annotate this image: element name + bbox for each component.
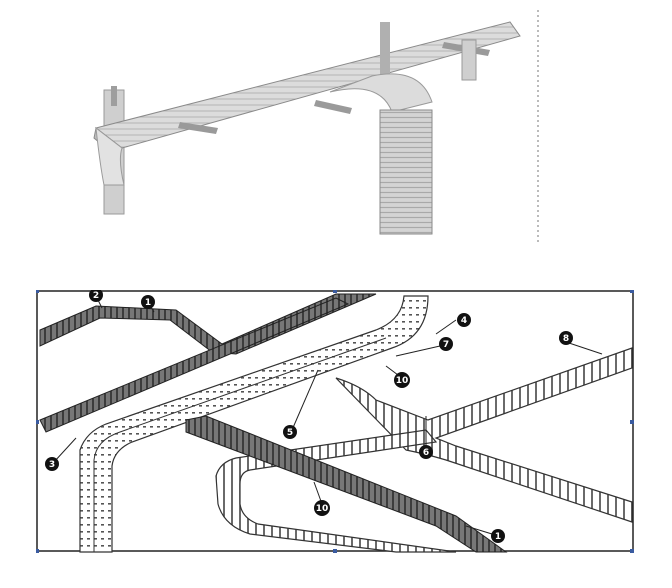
callout-3: 3 — [45, 457, 59, 471]
cable-tray-plan-diagram: 2 1 4 7 8 10 5 3 — [36, 290, 636, 554]
callout-5: 5 — [283, 425, 297, 439]
svg-text:1: 1 — [145, 298, 151, 308]
callout-4: 4 — [457, 313, 471, 327]
callout-10-bottom: 10 — [314, 500, 330, 516]
callout-2: 2 — [89, 290, 103, 302]
svg-text:5: 5 — [287, 428, 293, 438]
callout-1-bottom: 1 — [491, 529, 505, 543]
cable-tray-3d-figure — [0, 0, 672, 270]
callout-7: 7 — [439, 337, 453, 351]
cable-tray-3d-icon — [93, 10, 539, 244]
svg-text:10: 10 — [316, 504, 329, 514]
svg-text:3: 3 — [49, 460, 55, 470]
svg-text:2: 2 — [93, 291, 99, 301]
svg-text:7: 7 — [443, 340, 449, 350]
callout-1-top: 1 — [141, 295, 155, 309]
svg-text:4: 4 — [461, 316, 467, 326]
callout-8: 8 — [559, 331, 573, 345]
svg-text:10: 10 — [396, 376, 409, 386]
callout-6: 6 — [419, 445, 433, 459]
callout-10-top: 10 — [394, 372, 410, 388]
cable-tray-plan-svg: 2 1 4 7 8 10 5 3 — [36, 290, 634, 553]
svg-text:1: 1 — [495, 532, 501, 542]
svg-text:6: 6 — [423, 448, 429, 458]
svg-text:8: 8 — [563, 334, 569, 344]
